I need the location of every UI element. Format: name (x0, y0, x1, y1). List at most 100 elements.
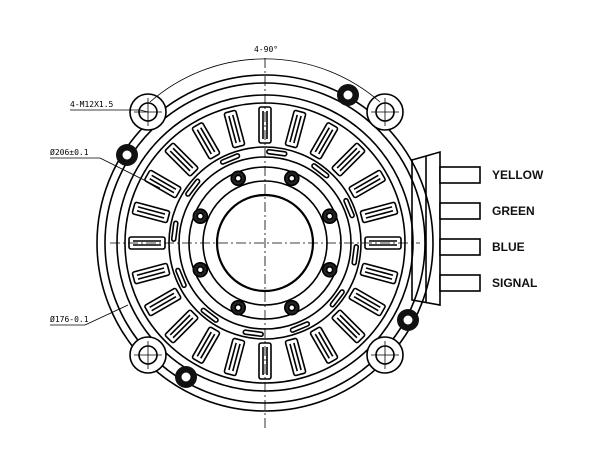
slot-outline (331, 309, 366, 344)
stator-slot (331, 142, 366, 177)
slot-dash-marks (170, 148, 360, 338)
wire-label-green: GREEN (492, 204, 535, 218)
slot-inner-line (336, 317, 358, 339)
hub-bolt-holes (192, 170, 338, 316)
slot-inner-line (364, 271, 393, 280)
slot-inner-line (196, 129, 212, 155)
hub-bolt-center (325, 265, 334, 274)
slot-outline (144, 169, 182, 199)
slot-outline (164, 309, 199, 344)
stator-slot (191, 122, 221, 160)
slot-outline (223, 109, 246, 149)
stator-slot (348, 287, 386, 317)
slot-outline (284, 109, 307, 149)
slot-inner-line (314, 127, 330, 153)
connector-pins (439, 166, 481, 292)
stator-slot (164, 142, 199, 177)
slot-outline (284, 337, 307, 377)
slot-outline (131, 262, 171, 285)
slot-dash (351, 244, 360, 266)
slot-dash (343, 197, 355, 219)
stator-slot (348, 169, 386, 199)
slot-dash (170, 220, 179, 242)
stator-slot (359, 262, 399, 285)
slot-dash (219, 153, 241, 165)
dimension-lines (50, 58, 381, 326)
hub-bolt-center (196, 212, 205, 221)
slot-inner-line (172, 147, 194, 169)
diameter-176-label: Ø176-0.1 (50, 314, 89, 324)
slot-outline (131, 201, 171, 224)
slot-outline (144, 287, 182, 317)
slot-outline (359, 201, 399, 224)
slot-outline (348, 287, 386, 317)
slot-inner-line (136, 267, 165, 277)
wire-label-signal: SIGNAL (492, 276, 537, 290)
slot-dash (200, 307, 219, 323)
slot-outline (309, 122, 339, 160)
bolt-callout: 4-M12X1.5 (70, 100, 114, 109)
slot-inner-line (353, 296, 379, 312)
slot-inner-line (336, 147, 358, 169)
slot-outline (223, 337, 246, 377)
slot-inner-line (355, 178, 381, 194)
slot-dash (311, 163, 330, 179)
slot-inner-line (196, 331, 212, 357)
connector-pin (439, 238, 481, 256)
slot-outline (331, 142, 366, 177)
stator-slot (284, 337, 307, 377)
stator-slot (331, 309, 366, 344)
slot-dash (266, 148, 288, 157)
bosses (116, 84, 419, 388)
slot-inner-line (136, 209, 165, 219)
slot-inner-line (355, 292, 381, 308)
hub-bolt-center (234, 303, 243, 312)
boss-center (121, 149, 133, 161)
slot-inner-line (231, 114, 241, 143)
slot-outline (191, 326, 221, 364)
hub-bolt-center (287, 174, 296, 183)
slot-outline (348, 169, 386, 199)
slot-inner-line (365, 209, 394, 219)
stator-slot (131, 262, 171, 285)
hub-bolt-center (287, 303, 296, 312)
hub-bolt-center (196, 265, 205, 274)
stator-slots (128, 106, 402, 380)
slot-outline (191, 122, 221, 160)
slot-outline (309, 326, 339, 364)
slot-inner-line (318, 129, 334, 155)
slot-inner-line (169, 150, 191, 172)
slot-outline (164, 142, 199, 177)
stator-slot (191, 326, 221, 364)
slot-dash (329, 289, 345, 308)
hub-bolt-center (234, 174, 243, 183)
boss-center (342, 89, 354, 101)
connector-pin (439, 274, 481, 292)
top-angle-dimension: 4-90° (254, 45, 278, 54)
wire-label-blue: BLUE (492, 240, 525, 254)
slot-inner-line (353, 174, 379, 190)
slot-inner-line (169, 314, 191, 336)
boss-center (402, 314, 414, 326)
stator-slot (164, 309, 199, 344)
outer-housing-ring (96, 74, 434, 412)
slot-inner-line (339, 150, 361, 172)
slot-inner-line (314, 333, 330, 359)
boss-center (180, 371, 192, 383)
slot-outline (359, 262, 399, 285)
slot-inner-line (172, 317, 194, 339)
stator-slot (284, 109, 307, 149)
slot-inner-line (137, 271, 166, 280)
slot-inner-line (231, 343, 241, 372)
slot-inner-line (293, 115, 302, 144)
stator-slot (131, 201, 171, 224)
slot-dash (175, 267, 187, 289)
slot-dash (242, 329, 264, 338)
stator-slot (223, 337, 246, 377)
stator-slot (359, 201, 399, 224)
slot-inner-line (151, 174, 177, 190)
slot-inner-line (365, 267, 394, 277)
stator-slot (223, 109, 246, 149)
slot-inner-line (318, 331, 334, 357)
